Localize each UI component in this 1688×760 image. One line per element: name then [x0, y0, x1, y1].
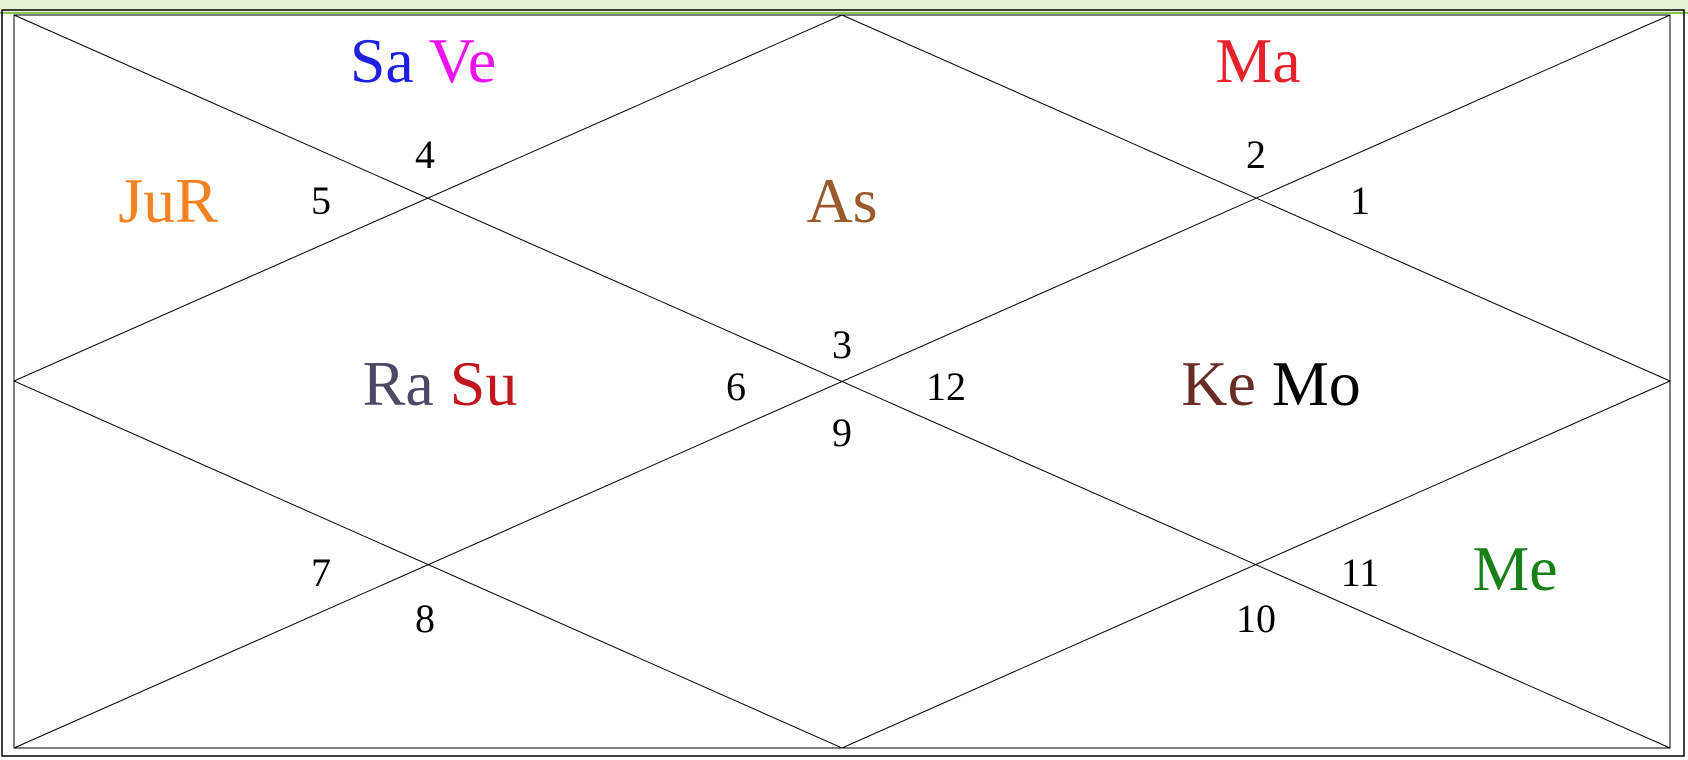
house-number: 8 [415, 596, 435, 641]
planet-label: Ke [1181, 348, 1256, 419]
house-number: 7 [311, 550, 331, 595]
planet-label: Ra [363, 348, 434, 419]
house-number: 6 [726, 364, 746, 409]
planet-label: Me [1472, 533, 1557, 604]
house-number: 4 [415, 132, 435, 177]
planet-label: Ma [1215, 25, 1300, 96]
planet-label: Su [450, 348, 518, 419]
planet-label: Sa [350, 25, 414, 96]
house-number: 1 [1350, 178, 1370, 223]
house-number: 9 [832, 410, 852, 455]
planet-group-house-6: Ra Su [363, 348, 518, 419]
house-number: 11 [1341, 550, 1380, 595]
planet-group-house-4: Sa Ve [350, 25, 496, 96]
inner-diamond [12, 14, 1672, 749]
planet-group-house-5: JuR [118, 165, 218, 236]
house-number: 10 [1236, 596, 1276, 641]
planet-group-house-12: Ke Mo [1181, 348, 1361, 419]
house-number: 2 [1246, 132, 1266, 177]
house-number: 5 [311, 178, 331, 223]
chart-frame-outer [1, 9, 1685, 757]
planet-label: JuR [118, 165, 218, 236]
planet-label: Ve [429, 25, 497, 96]
diagonal-line [13, 14, 1671, 749]
planet-group-house-2: Ma [1215, 25, 1300, 96]
planet-label: Mo [1272, 348, 1361, 419]
planet-group-house-11: Me [1472, 533, 1557, 604]
planet-group-house-3: As [806, 165, 877, 236]
house-number: 3 [832, 322, 852, 367]
house-number: 12 [926, 364, 966, 409]
planet-label: As [806, 165, 877, 236]
